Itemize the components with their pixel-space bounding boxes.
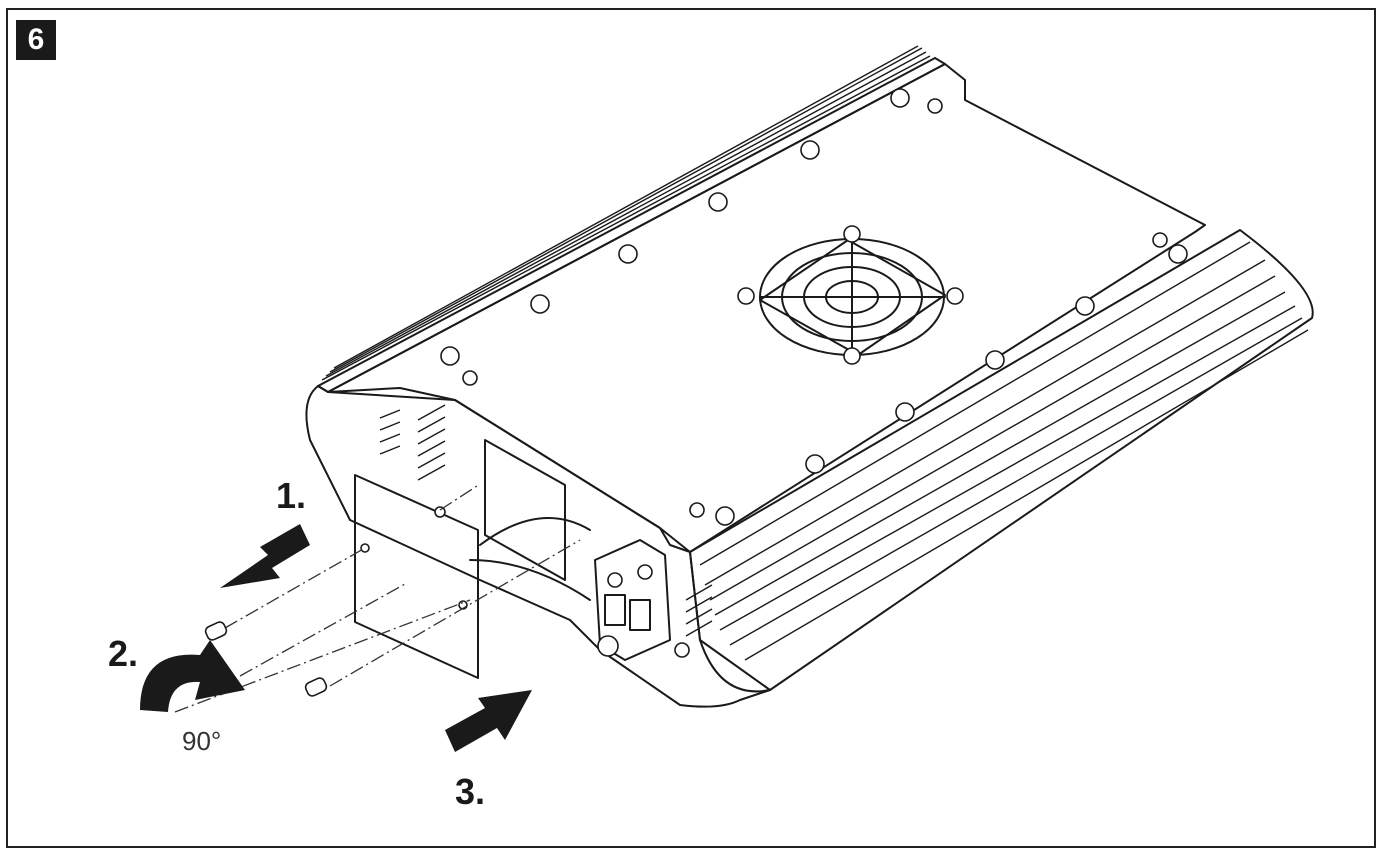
extruded-side-profile (689, 229, 1314, 693)
arrow-left-icon (220, 524, 310, 588)
figure-number-badge: 6 (16, 20, 56, 60)
step-3-label: 3. (455, 771, 485, 812)
top-panel-screws (440, 88, 1188, 526)
front-end-cap (305, 385, 771, 708)
terminal-block (594, 539, 690, 661)
arrow-rotate-icon (140, 640, 245, 712)
step-2-label: 2. (108, 633, 138, 674)
step-2-angle: 90° (182, 726, 221, 756)
cover-plate (354, 474, 479, 679)
figure-frame (6, 8, 1376, 848)
loose-screws (204, 621, 328, 697)
fan-grille (737, 225, 964, 365)
step-1-label: 1. (276, 475, 306, 516)
arrow-right-icon (445, 690, 532, 752)
device-top-panel (327, 63, 1206, 553)
